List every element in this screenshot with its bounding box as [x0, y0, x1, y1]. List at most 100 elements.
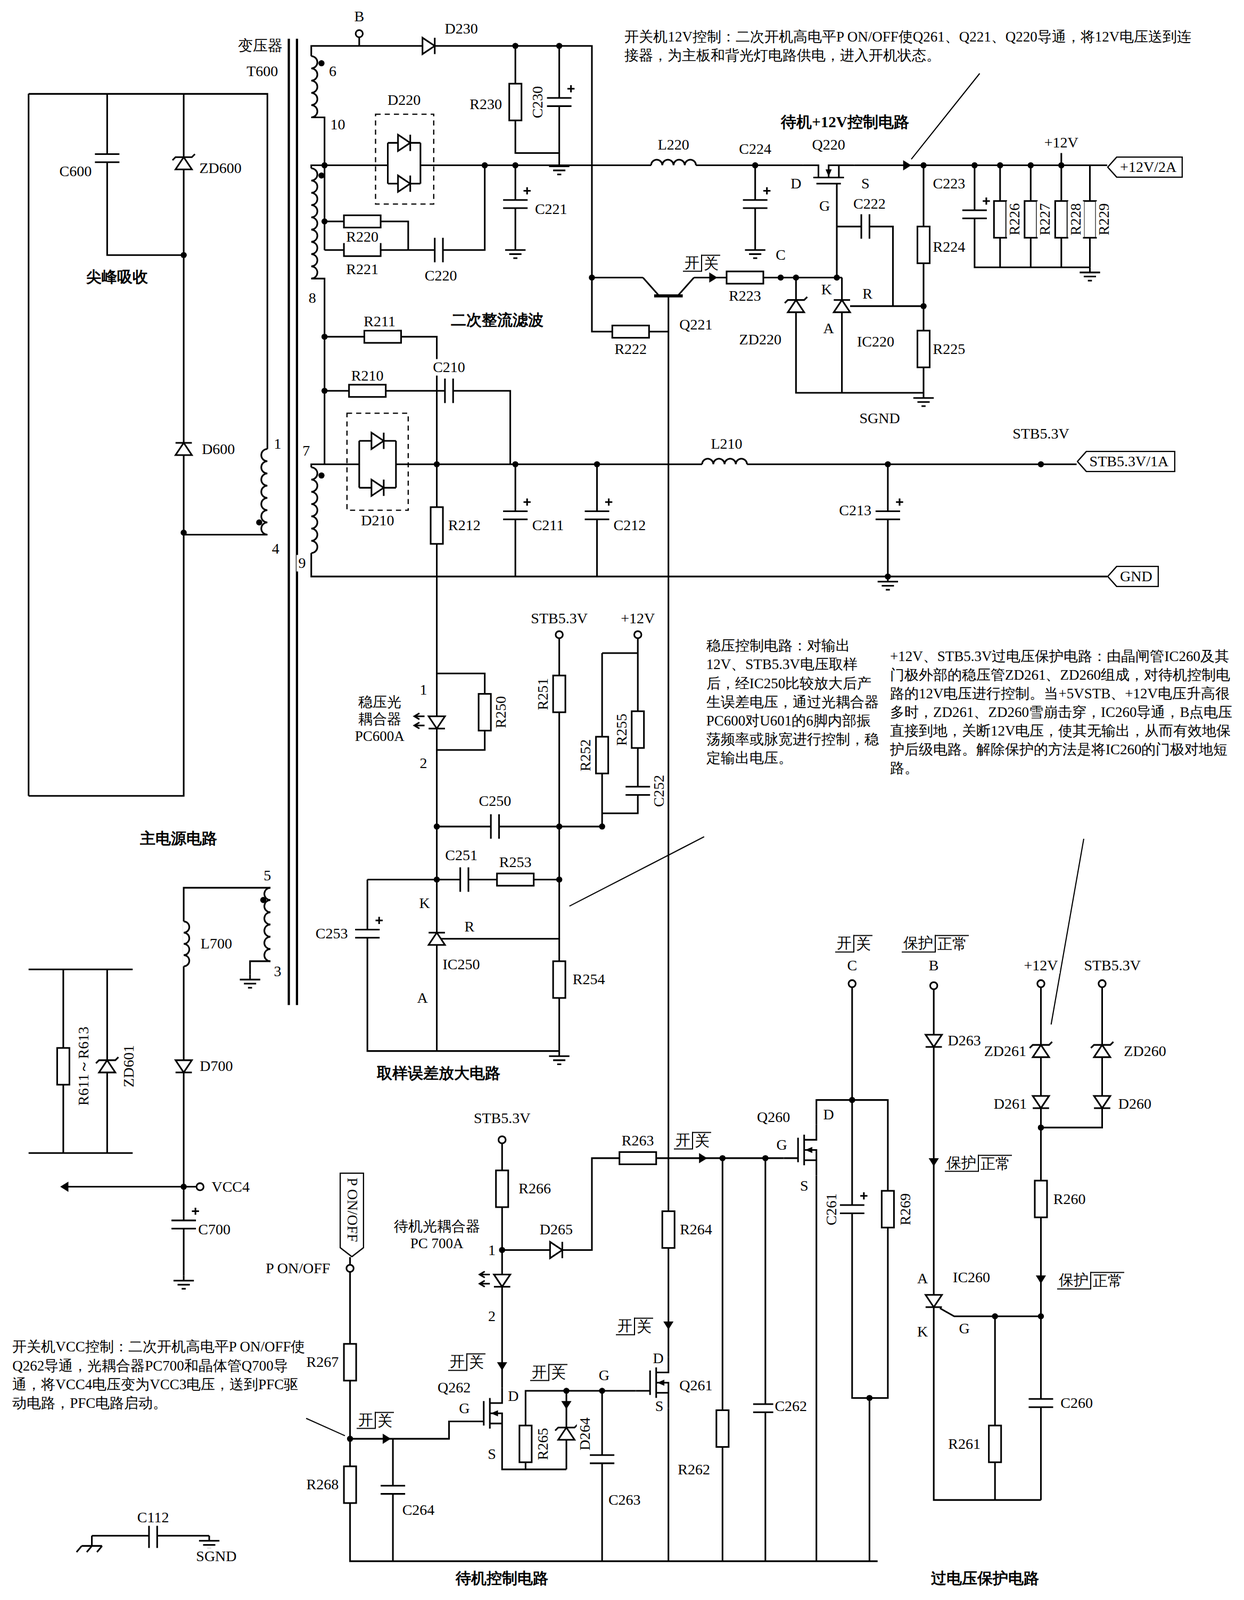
- part-label: S: [653, 1397, 666, 1415]
- part-label: R265: [534, 1426, 552, 1462]
- part-label: C221: [533, 201, 570, 218]
- part-label: 7: [300, 442, 312, 460]
- connector-text: GND: [1119, 567, 1153, 586]
- state-marker: 开: [356, 1411, 375, 1430]
- state-marker: 开: [673, 1132, 692, 1150]
- connector-text: P ON/OFF: [343, 1177, 361, 1243]
- part-label: C251: [443, 846, 480, 864]
- part-label: C224: [737, 140, 773, 158]
- part-label: 变压器: [236, 37, 285, 55]
- part-label: R253: [497, 854, 534, 871]
- part-label: ZD220: [737, 331, 784, 349]
- part-label: 8: [307, 289, 318, 307]
- part-label: 1: [486, 1241, 498, 1259]
- state-marker: 正常: [934, 935, 969, 953]
- state-marker: 关: [691, 1132, 712, 1150]
- part-label: R227: [1036, 201, 1054, 238]
- part-label: R267: [304, 1354, 341, 1371]
- part-label: 4: [270, 540, 282, 558]
- part-label: B: [927, 957, 941, 974]
- part-label: ZD260: [1122, 1042, 1168, 1060]
- part-label: 6: [327, 63, 339, 80]
- connector-label: GND: [1119, 567, 1153, 586]
- annotation-note: 开关机12V控制：二次开机高电平P ON/OFF使Q261、Q221、Q220导…: [622, 26, 1199, 67]
- state-marker: 关: [374, 1411, 394, 1430]
- part-label: L700: [199, 935, 234, 953]
- part-label: R: [463, 918, 477, 935]
- part-label: A: [821, 320, 836, 337]
- connector-shape: [1107, 566, 1159, 587]
- part-label: C: [773, 246, 788, 264]
- part-label: STB5.3V: [1010, 425, 1072, 442]
- part-label: R211: [361, 312, 398, 330]
- part-label: D: [651, 1349, 665, 1367]
- part-label: A: [915, 1270, 930, 1288]
- state-marker: 开: [615, 1317, 634, 1336]
- part-label: 1: [272, 435, 283, 453]
- state-marker: 关: [701, 254, 721, 273]
- part-label: 9: [296, 555, 308, 572]
- part-label: IC220: [855, 333, 896, 351]
- component-symbols: [56, 30, 1114, 1550]
- part-label: C262: [772, 1397, 809, 1415]
- part-label: C220: [423, 267, 459, 284]
- state-marker: 正常: [1090, 1272, 1125, 1290]
- part-label: R225: [931, 340, 968, 358]
- section-title: 待机+12V控制电路: [779, 113, 911, 131]
- annotation-note: 开关机VCC控制：二次开机高电平P ON/OFF使Q262导通，光耦合器PC70…: [10, 1336, 311, 1414]
- state-marker: 开: [448, 1353, 467, 1372]
- part-label: R254: [571, 971, 607, 988]
- part-label: 2: [486, 1308, 498, 1325]
- output-connector: STB5.3V/1A: [1076, 450, 1176, 473]
- part-label: VCC4: [209, 1178, 252, 1196]
- part-label: R262: [676, 1461, 712, 1478]
- signal-input-arrow: P ON/OFF: [339, 1172, 365, 1258]
- part-label: C230: [529, 84, 547, 120]
- connector-label: P ON/OFF: [343, 1177, 361, 1243]
- section-title: 过电压保护电路: [929, 1570, 1041, 1588]
- part-label: D600: [200, 440, 237, 458]
- state-marker: 关: [853, 935, 873, 953]
- part-label: STB5.3V: [529, 610, 590, 627]
- part-label: IC250: [441, 956, 482, 973]
- part-label: C261: [823, 1191, 840, 1227]
- part-label: G: [817, 198, 832, 215]
- part-label: C: [845, 957, 859, 974]
- part-label: C213: [837, 501, 873, 519]
- part-label: R260: [1051, 1190, 1088, 1208]
- part-label: R222: [612, 340, 649, 358]
- part-label: C250: [476, 793, 513, 810]
- part-label: R250: [492, 694, 510, 731]
- section-title: 取样误差放大电路: [375, 1065, 502, 1083]
- part-label: R261: [946, 1435, 983, 1453]
- part-label: R611～R613: [75, 1025, 93, 1108]
- part-label: G: [774, 1137, 789, 1154]
- state-marker: 关: [466, 1353, 486, 1372]
- part-label: C222: [851, 195, 888, 213]
- state-marker: 正常: [977, 1154, 1012, 1173]
- part-label: D263: [946, 1032, 983, 1050]
- state-marker: 保护: [901, 935, 935, 953]
- part-label: C210: [431, 359, 467, 376]
- connector-text: STB5.3V/1A: [1089, 452, 1169, 471]
- part-label: Q221: [677, 316, 714, 333]
- part-label: D: [506, 1387, 521, 1405]
- state-marker: 开: [530, 1363, 549, 1382]
- part-label: C252: [651, 772, 668, 809]
- part-label: R223: [727, 287, 763, 305]
- part-label: R212: [446, 517, 483, 534]
- part-label: C600: [58, 163, 94, 180]
- part-label: R220: [344, 228, 381, 245]
- part-label: R263: [620, 1132, 656, 1150]
- part-label: S: [859, 175, 872, 193]
- part-label: R252: [577, 737, 595, 773]
- part-label: R210: [349, 367, 386, 384]
- circuit-wires: [28, 37, 1108, 1562]
- part-label: K: [819, 281, 834, 299]
- section-title: 待机控制电路: [454, 1570, 550, 1588]
- part-label: L220: [656, 136, 691, 154]
- state-marker: 关: [633, 1317, 654, 1336]
- section-title: 二次整流滤波: [449, 311, 546, 329]
- part-label: G: [457, 1399, 472, 1417]
- part-label: R251: [534, 676, 552, 712]
